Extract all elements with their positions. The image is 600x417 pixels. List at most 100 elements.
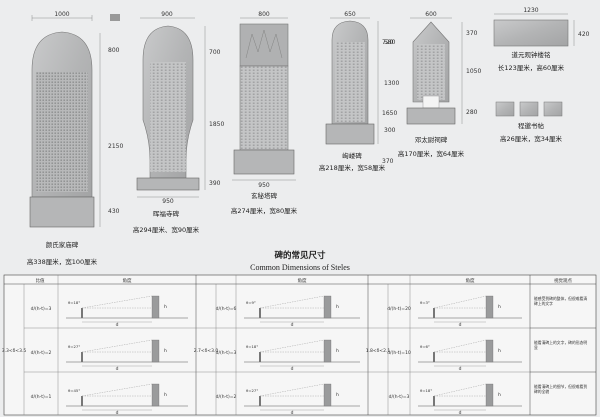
height-label: h [336,348,339,354]
angle-label: θ=3° [420,300,430,305]
side-dim-2: 1050 [466,68,481,75]
stele-6-width: 1230 [523,7,538,14]
stele-6-h1: 420 [578,31,590,38]
stele-5-h2: 1300 [384,80,399,87]
distance-label: d [116,410,119,416]
height-label: h [336,392,339,398]
g1-row1: d/(h-t)=3 [31,306,52,312]
side-dim-3: 280 [466,109,478,116]
angle-label: θ=6° [420,344,430,349]
sight-line-top [81,295,153,309]
header-angle-3: 角度 [466,277,475,284]
height-label: h [336,304,339,310]
stele-2-width: 900 [161,11,173,18]
stele-7-size: 高26厘米，宽34厘米 [500,134,563,143]
header-ratio: 比值 [36,277,45,284]
stele-4-size: 高218厘米，宽58厘米 [319,163,386,172]
height-label: h [164,304,167,310]
stele-6-size: 长123厘米，高60厘米 [498,63,565,72]
stele-2-h1: 700 [209,49,221,56]
header-angle-2: 角度 [298,277,307,284]
viewer-figure [81,352,83,362]
section-title-cn: 碑的常见尺寸 [274,250,326,261]
angle-label: θ=18° [420,388,432,393]
distance-label: d [291,322,294,328]
viewer-figure [81,396,83,406]
stele-2-h3: 390 [209,180,221,187]
viewer-figure [433,308,435,318]
stele-7-name: 程邈书帖 [518,121,545,130]
view-3: 能看清碑上的细节，但很难看到碑的全貌 [534,384,587,394]
stele-2-name: 晖福寺碑 [153,209,180,218]
view-1: 能感受到碑的整体，但很难看清碑上的文字 [534,296,587,306]
stele-3-name: 玄秘塔碑 [251,191,278,200]
g2-row3: d/(h-t)=2 [216,394,237,400]
stele-5-name: 邓太尉祠碑 [415,135,448,144]
stele-figure [485,339,494,363]
header-angle-1: 角度 [123,277,132,284]
stele-xuanmi-pagoda: 800 950 玄秘塔碑 高274厘米，宽80厘米 [231,11,298,215]
stele-5-size: 高170厘米，宽64厘米 [398,149,465,158]
header-view: 视觉观点 [554,277,572,284]
stele-5-h1: 580 [384,39,396,46]
stele-figure [151,339,160,363]
stele-4-name: 峋嵝碑 [342,151,362,160]
g2-row2: d/(h-t)=3 [216,350,237,356]
stele-chengmiao-calligraphy: 程邈书帖 高26厘米，宽34厘米 [495,101,563,143]
g1-row2: d/(h-t)=2 [31,350,52,356]
distance-label: d [116,366,119,372]
stele-figure [151,383,160,407]
viewing-angle-sketches: dhθ=18°dhθ=27°dhθ=45°dhθ=9°dhθ=18°dhθ=27… [66,295,522,416]
stele-1-h2: 2150 [108,143,123,150]
stele-4-h1: 720 [382,39,394,46]
stele-5-h3: 300 [384,127,396,134]
stele-yan-family-temple: 1000 800 2150 430 颜氏家庙碑 高338厘米，宽100厘米 [27,11,124,266]
angle-label: θ=45° [68,388,80,393]
stele-1-width: 1000 [54,11,69,18]
distance-label: d [459,410,462,416]
angle-label: θ=27° [68,344,80,349]
stele-figure [151,295,160,319]
angle-label: θ=18° [68,300,80,305]
sight-line-top [81,383,153,397]
stele-1-size: 高338厘米，宽100厘米 [27,257,98,266]
g3-row2: d/(h-t)=10 [387,350,411,356]
distance-label: d [459,322,462,328]
stele-3-base: 950 [258,182,270,189]
stele-4-h2: 1650 [382,110,397,117]
distance-label: d [116,322,119,328]
g1-row3: d/(h-t)=1 [31,394,52,400]
stele-4-width: 650 [344,11,356,18]
stele-goulou: 650 720 1650 370 峋嵝碑 高218厘米，宽58厘米 [319,11,398,172]
viewer-figure [433,352,435,362]
group-3-ratio: 1.8<δ<2.1 [366,348,391,354]
distance-label: d [459,366,462,372]
viewer-figure [259,352,261,362]
stele-4-h3: 370 [382,158,394,165]
dimensions-table: 比值 角度 角度 角度 视觉观点 3.3<δ<3.5 2.7<δ<3.0 1.8… [2,274,597,416]
stele-2-base: 950 [162,198,174,205]
stele-figure [485,295,494,319]
sight-line-top [259,295,325,309]
stele-2-h2: 1850 [209,121,224,128]
stele-6-name: 道元观钟楼铭 [512,50,551,59]
height-label: h [498,392,501,398]
stele-figure [323,295,332,319]
height-label: h [164,348,167,354]
stele-2-size: 高294厘米、宽90厘米 [133,225,200,234]
height-label: h [498,348,501,354]
viewer-figure [259,308,261,318]
g3-row3: d/(h-t)=3 [389,394,410,400]
sight-line-top [433,383,487,397]
height-label: h [498,304,501,310]
distance-label: d [291,410,294,416]
sight-line-top [433,339,487,353]
stele-3-width: 800 [258,11,270,18]
angle-label: θ=9° [246,300,256,305]
viewer-figure [81,308,83,318]
sight-line-top [81,339,153,353]
stele-1-name: 颜氏家庙碑 [46,240,79,249]
stele-deng-taiwei: 600 580 1300 300 370 1050 280 邓太尉祠碑 高170… [384,11,481,158]
stele-figure [323,339,332,363]
